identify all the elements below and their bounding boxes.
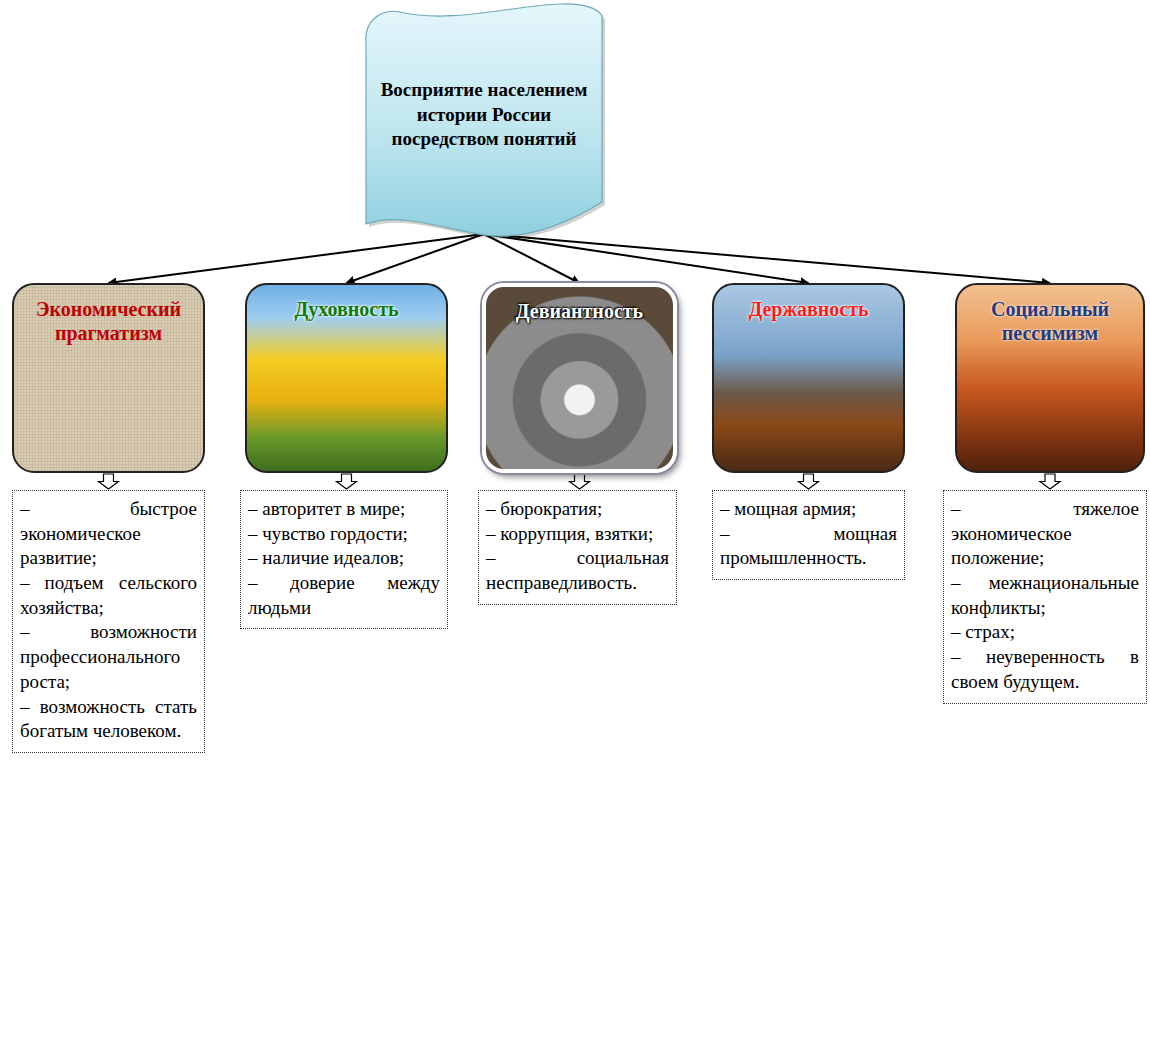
concept-label: Духовность: [253, 297, 440, 321]
concept-box: Экономический прагматизм: [12, 283, 205, 473]
list-item: – доверие между людьми: [248, 571, 440, 620]
hollow-arrow: [99, 474, 119, 489]
connector-arrow: [484, 234, 1050, 283]
list-item: – авторитет в мире;: [248, 497, 440, 522]
list-item: – возможность стать богатым человеком.: [20, 695, 197, 744]
list-item: – быстрое экономическое развитие;: [20, 497, 197, 571]
list-box: – быстрое экономическое развитие;– подъе…: [12, 490, 205, 753]
list-item: – мощная армия;: [720, 497, 897, 522]
list-box: – тяжелое экономическое положение;– межн…: [943, 490, 1147, 704]
list-item: – бюрократия;: [486, 497, 669, 522]
list-item: – мощная промышленность.: [720, 522, 897, 571]
concept-label: Державность: [720, 297, 897, 321]
list-item: – возможности профессионального роста;: [20, 620, 197, 694]
list-item: – страх;: [951, 620, 1139, 645]
list-box: – авторитет в мире;– чувство гордости;– …: [240, 490, 448, 629]
connector-arrow: [347, 234, 485, 283]
list-item: – наличие идеалов;: [248, 546, 440, 571]
list-item: – неуверенность в своем будущем.: [951, 645, 1139, 694]
hollow-arrow: [337, 474, 357, 489]
concept-box: Духовность: [245, 283, 448, 473]
title-banner: Восприятие населением истории России пос…: [360, 2, 608, 238]
list-box: – мощная армия;– мощная промышленность.: [712, 490, 905, 580]
hollow-arrow: [799, 474, 819, 489]
concept-box: Социальный пессимизм: [955, 283, 1145, 473]
connector-arrow: [109, 234, 485, 283]
list-item: – чувство гордости;: [248, 522, 440, 547]
list-item: – тяжелое экономическое положение;: [951, 497, 1139, 571]
list-item: – коррупция, взятки;: [486, 522, 669, 547]
concept-label: Социальный пессимизм: [963, 297, 1137, 345]
hollow-arrow: [570, 474, 590, 489]
list-box: – бюрократия;– коррупция, взятки;– социа…: [478, 490, 677, 605]
concept-box: Державность: [712, 283, 905, 473]
concept-label: Девиантность: [492, 299, 667, 323]
hollow-arrow: [1040, 474, 1060, 489]
concept-label: Экономический прагматизм: [20, 297, 197, 345]
list-item: – подъем сельского хозяйства;: [20, 571, 197, 620]
list-item: – социальная несправедливость.: [486, 546, 669, 595]
list-item: – межнациональные конфликты;: [951, 571, 1139, 620]
banner-outline: [366, 4, 602, 236]
title-text: Восприятие населением истории России пос…: [376, 78, 592, 152]
concept-box: Девиантность: [482, 283, 677, 473]
